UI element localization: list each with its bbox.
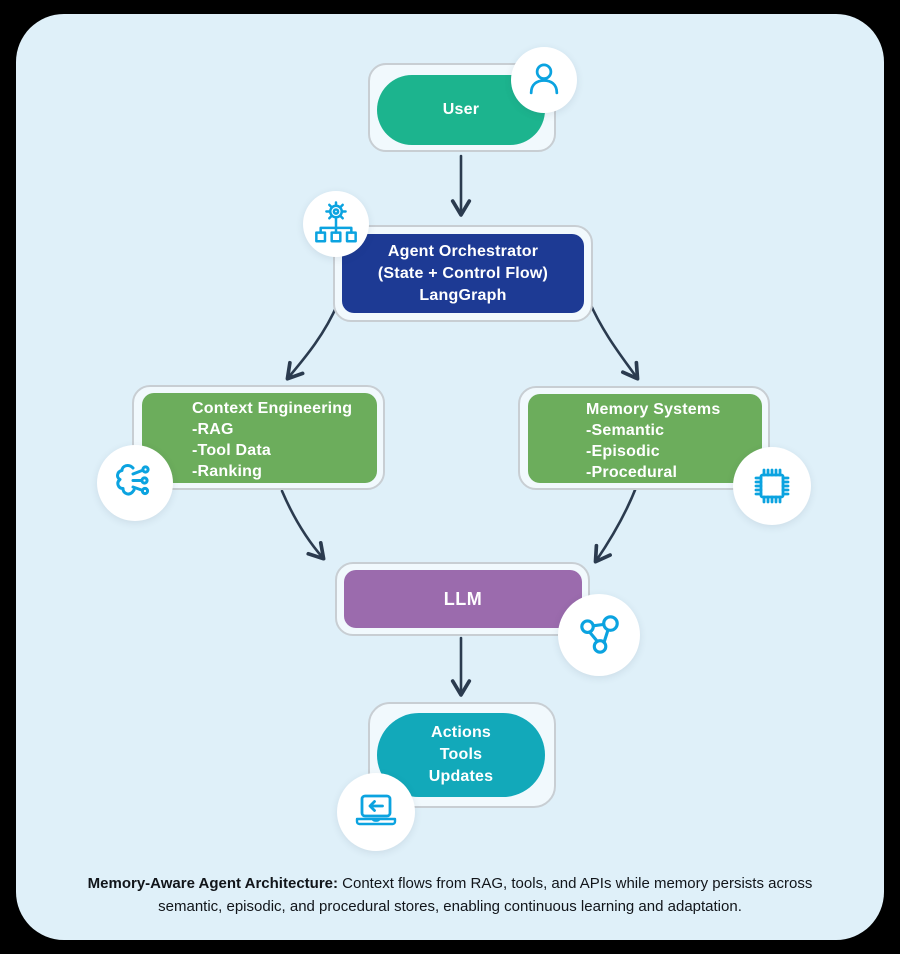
actions-line: Tools [439,746,483,763]
context-node-title: Context Engineering [192,400,353,417]
gear-flow-icon [303,191,369,257]
orchestrator-line: LangGraph [419,286,507,304]
laptop-icon [337,773,415,851]
actions-line: Updates [428,768,494,785]
caption-title: Memory-Aware Agent Architecture: [87,875,338,892]
orchestrator-line: (State + Control Flow) [377,264,549,282]
context-item: -RAG [192,421,234,438]
llm-node: LLM [344,570,582,628]
llm-node-label: LLM [443,588,483,609]
context-item: -Ranking [192,463,263,480]
memory-node: Memory Systems -Semantic -Episodic -Proc… [528,394,762,483]
actions-line: Actions [430,724,492,741]
user-node-label: User [442,101,480,118]
memory-item: -Semantic [586,422,665,439]
actions-node: Actions Tools Updates [377,713,545,797]
memory-node-title: Memory Systems [586,401,721,418]
chip-icon [733,447,811,525]
context-item: -Tool Data [192,442,272,459]
orchestrator-node: Agent Orchestrator (State + Control Flow… [342,234,584,313]
orchestrator-line: Agent Orchestrator [387,242,539,260]
ai-circuit-icon [97,445,173,521]
caption: Memory-Aware Agent Architecture: Context… [70,872,830,919]
memory-item: -Episodic [586,443,660,460]
memory-item: -Procedural [586,464,678,481]
molecule-icon [558,594,640,676]
caption-body: Context flows from RAG, tools, and APIs … [158,875,813,916]
context-node: Context Engineering -RAG -Tool Data -Ran… [142,393,377,483]
person-icon [511,47,577,113]
